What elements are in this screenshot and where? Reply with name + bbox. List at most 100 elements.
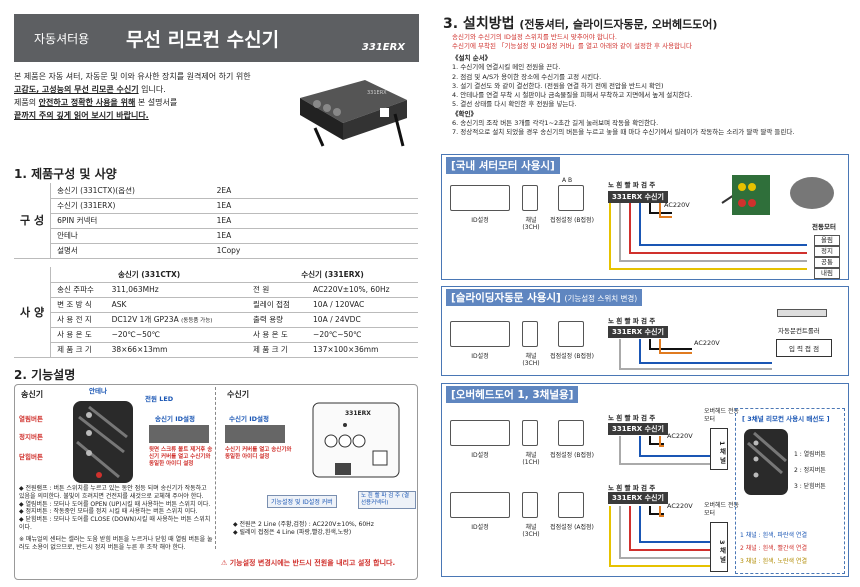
legend-channel-text: 3 채널 : 흰색, 노란색 연결 [740,558,807,565]
color-codes: 노 흰 빨 파 검 주 [608,414,656,422]
spec-value-note: (동등품 가능) [181,318,213,324]
id-label: ID설정 [471,353,489,360]
component-name: 설명서 [50,243,211,259]
legend-item: 3 : 닫힘버튼 [794,483,826,490]
spec-value: 137×100×36mm [307,342,418,358]
intro-line3-pre: 제품의 [14,98,39,107]
intro-text: 본 제품은 자동 셔터, 자동문 및 이와 유사한 장치를 원격제어 하기 위한… [14,70,294,122]
motor-label: 전동모터 [812,223,836,231]
intro-line2: 고감도, 고성능의 무선 리모콘 수신기 입니다. [14,83,294,96]
door3-label: 오버헤드 전동모터 [704,502,740,517]
step-item: 2. 점검 및 A/S가 용이한 장소에 수신기를 고정 시킨다. [452,72,602,81]
tx-header: 송신기 (331CTX) [50,267,248,283]
step-item: 7. 정상적으로 설치 되었을 경우 송신기의 버튼을 누르고 놓을 때 마다 … [452,128,795,137]
function-label: 접점설정 (B접점) [550,217,594,224]
panel-title: [슬라이딩자동문 사용시] (기능설정 스위치 변경) [446,289,643,306]
step-item: 1. 수신기에 연결시킬 메인 전원을 끈다. [452,63,561,72]
step-item: 4. 안테나를 연결 부착 시 철판이나 금속물질을 피해서 부착하고 지면에서… [452,91,693,100]
input-contact: 입 력 접 점 [776,339,832,357]
intro-bold: 고감도, 고성능의 무선 리모콘 수신기 [14,85,139,94]
id-switch [450,492,510,518]
rx-id-label: 수신기 ID설정 [229,415,269,423]
note-item: ◆ 정지버튼 : 작동중인 모터를 정지 시킬 때 사용하는 버튼 스위치 이다… [19,508,198,516]
component-name: 안테나 [50,228,211,244]
function-switch [558,420,584,446]
rx-id-note: 수신기 커버를 열고 송신기와 동일한 아이디 설정 [225,447,292,460]
legend-item: 1 채널 : 흰색, 파란색 연결 [740,529,807,542]
id-label: ID설정 [471,217,489,224]
header-category: 자동셔터용 [34,32,90,46]
legend-title: [ 3채널 리모컨 사용시 배선도 ] [742,415,830,423]
connector-label: 노 흰 빨 파 검 주 (결선용커넥터) [358,491,416,509]
function-label: 접점설정 (B접점) [550,452,594,459]
spec-key: 전 원 [247,282,308,298]
legend-item: 2 채널 : 흰색, 빨간색 연결 [740,542,807,555]
component-qty: 1Copy [210,243,418,259]
section1-title: 1. 제품구성 및 사양 [14,167,117,181]
intro-line3-rest: 본 설명서를 [135,98,178,107]
spec-key: 제 품 크 기 [50,342,106,358]
component-qty: 1EA [210,198,418,214]
id-switch [450,185,510,211]
channel-switch [522,420,538,446]
channel-switch [522,321,538,347]
ac-label: AC220V [667,502,693,510]
header-title: 무선 리모컨 수신기 [126,29,280,51]
door1-label: 오버헤드 전동모터 [704,408,740,423]
step-item: 3. 설기 결선도 와 같이 결선한다. (전원을 연결 하기 전에 전압을 반… [452,81,664,90]
warn-line: 송신기와 수신기의 ID설정 스위치를 반드시 맞추어야 합니다. [452,33,617,41]
legend-channel-text: 1 채널 : 흰색, 파란색 연결 [740,532,807,539]
intro-line4-bold: 끝까지 주의 깊게 읽어 보시기 바랍니다. [14,111,149,120]
intro-line1: 본 제품은 자동 셔터, 자동문 및 이와 유사한 장치를 원격제어 하기 위한 [14,72,251,81]
tx-title: 송신기 [21,390,44,399]
channel1-box: 1 채 널 [710,428,728,470]
component-name: 수신기 (331ERX) [50,198,211,214]
tx-id-note: 뒷면 스크류 볼트 제거후 송신기 커버를 열고 수신기와 동일한 아이디 설정 [149,447,213,467]
install-steps: 《설치 순서》 1. 수신기에 연결시킬 메인 전원을 끈다. 2. 점검 및 … [452,54,794,138]
wiring-diagram [619,339,772,370]
receiver-box: 331ERX 수신기 [608,191,668,203]
open-button-label: 열림버튼 [19,415,43,423]
note-item: ◆ 전원은 2 Line (주황,검정) : AC220V±10%, 60Hz [233,521,374,528]
panel-title-text: [슬라이딩자동문 사용시] [451,292,561,304]
channel3-box: 3 채 널 [710,522,728,572]
three-channel-legend: [ 3채널 리모컨 사용시 배선도 ] 1 : 열림버튼 2 : 정지버튼 3 … [735,408,845,574]
channel-label: 채널 (3CH) [522,353,540,367]
intro-line3: 제품의 안전하고 정확한 사용을 위해 본 설명서를 [14,96,294,109]
function-switch [558,492,584,518]
note-item: ◆ 릴레이 접점은 4 Line (파랑,빨강,흰색,노랑) [233,528,352,536]
receiver-box: 331ERX 수신기 [608,326,668,338]
id-switch [450,420,510,446]
product-header: 자동셔터용 무선 리모컨 수신기 331ERX [14,14,419,62]
remote-image [69,397,139,489]
rx-dip-switch [225,425,285,443]
spec-key: 출력 용량 [247,312,308,328]
intro-line3-bold: 안전하고 정확한 사용을 위해 [38,98,136,107]
warning-icon: ⚠ [221,559,228,567]
spec-key: 릴레이 접점 [247,297,308,313]
color-codes: 노 흰 빨 파 검 주 [608,181,656,189]
wiring-diagram [619,436,710,465]
spec-value: 10A / 24VDC [307,312,418,328]
component-name: 6PIN 커넥터 [50,213,211,229]
section3-title-main: 3. 설치방법 [443,16,515,32]
wiring-diagram [609,175,834,270]
tx-dip-switch [149,425,209,443]
panel-title-text: [국내 셔터모터 사용시] [451,160,555,172]
spec-value: ASK [105,297,248,313]
tx-notes: ◆ 전원램프 : 버튼 스위치를 누르고 있는 동안 점등 되며 송신기가 작동… [19,485,214,551]
id-label: ID설정 [471,524,489,531]
spec-key: 송신 주파수 [50,282,106,298]
spec-value: 10A / 120VAC [307,297,418,313]
spec-key: 사 용 온 도 [50,327,106,343]
warning-text: 기능설정 변경시에는 반드시 전원을 내리고 설정 합니다. [229,559,396,567]
step-item: 6. 송신기의 조작 버튼 3개를 각각1~2초간 길게 눌러보며 작동을 확인… [452,119,659,128]
channel-switch [522,185,538,211]
component-name: 송신기 (331CTX)(옵션) [50,183,211,199]
term-down: 내림 [814,268,840,279]
intro-line4: 끝까지 주의 깊게 읽어 보시기 바랍니다. [14,109,294,122]
